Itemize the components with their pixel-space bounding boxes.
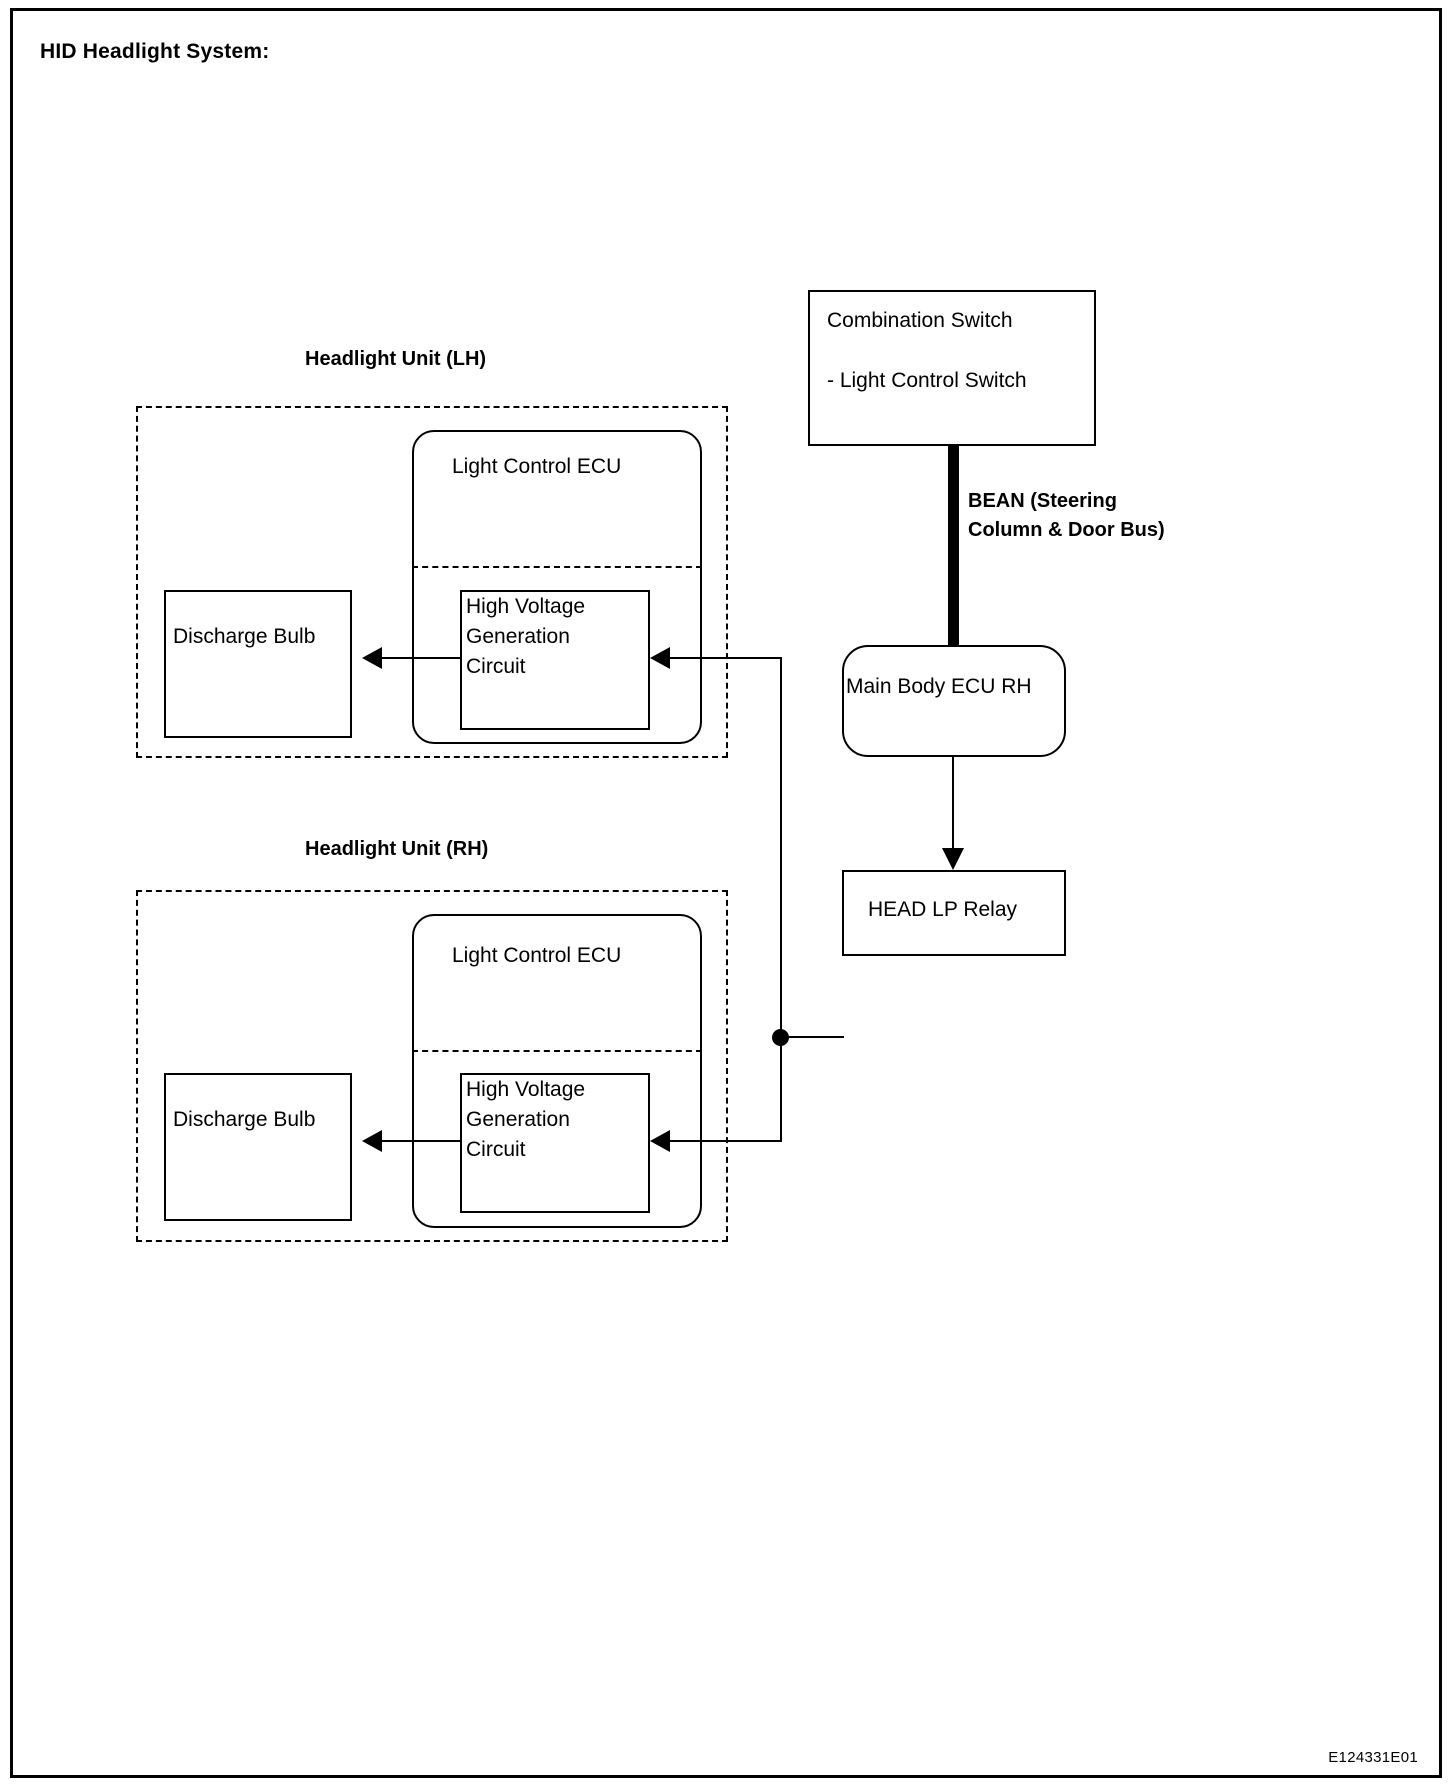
- rh-discharge-bulb-label: Discharge Bulb: [173, 1108, 316, 1131]
- relay-feed-trunk-line: [780, 657, 782, 1142]
- caption-headlight-unit-lh: Headlight Unit (LH): [305, 348, 487, 370]
- bean-bus-line: [948, 446, 959, 648]
- relay-feed-junction-dot: [772, 1029, 789, 1046]
- lh-relay-feed-arrowhead: [650, 647, 670, 669]
- main-body-to-relay-arrowhead: [942, 848, 964, 870]
- lh-discharge-bulb-box: [164, 590, 352, 738]
- main-body-to-relay-line: [952, 757, 954, 853]
- rh-relay-feed-line: [670, 1140, 782, 1142]
- rh-high-voltage-generation-circuit-box: [460, 1073, 650, 1213]
- lh-discharge-bulb-label: Discharge Bulb: [173, 625, 316, 648]
- bean-bus-label: BEAN (Steering Column & Door Bus): [968, 490, 1165, 541]
- head-lp-relay-label: HEAD LP Relay: [868, 898, 1018, 921]
- lh-ecu-internal-divider: [412, 566, 702, 568]
- figure-code: E124331E01: [1328, 1749, 1418, 1766]
- lh-high-voltage-generation-circuit-box: [460, 590, 650, 730]
- rh-bulb-arrowhead: [362, 1130, 382, 1152]
- caption-headlight-unit-rh: Headlight Unit (RH): [305, 838, 489, 860]
- lh-bulb-arrowhead: [362, 647, 382, 669]
- lh-relay-feed-line: [670, 657, 782, 659]
- head-lp-relay-box: [842, 870, 1066, 956]
- headlight-unit-lh-enclosure: [136, 406, 728, 758]
- rh-light-control-ecu-label: Light Control ECU: [452, 944, 622, 967]
- page-border: [10, 8, 1442, 1778]
- main-body-ecu-rh-box: [842, 645, 1066, 757]
- rh-high-voltage-generation-circuit-label: High Voltage Generation Circuit: [466, 1078, 586, 1161]
- headlight-unit-rh-enclosure: [136, 890, 728, 1242]
- rh-bulb-feed-line: [382, 1140, 462, 1142]
- rh-discharge-bulb-box: [164, 1073, 352, 1221]
- combination-switch-box: [808, 290, 1096, 446]
- lh-high-voltage-generation-circuit-label: High Voltage Generation Circuit: [466, 595, 586, 678]
- main-body-ecu-rh-label: Main Body ECU RH: [846, 675, 1032, 698]
- relay-to-trunk-line: [780, 1036, 844, 1038]
- combination-switch-title: Combination Switch: [827, 309, 1013, 332]
- rh-relay-feed-arrowhead: [650, 1130, 670, 1152]
- lh-light-control-ecu-label: Light Control ECU: [452, 455, 622, 478]
- rh-ecu-internal-divider: [412, 1050, 702, 1052]
- lh-bulb-feed-line: [382, 657, 462, 659]
- page-title: HID Headlight System:: [40, 40, 270, 63]
- combination-switch-item-light-control-switch: - Light Control Switch: [827, 369, 1027, 392]
